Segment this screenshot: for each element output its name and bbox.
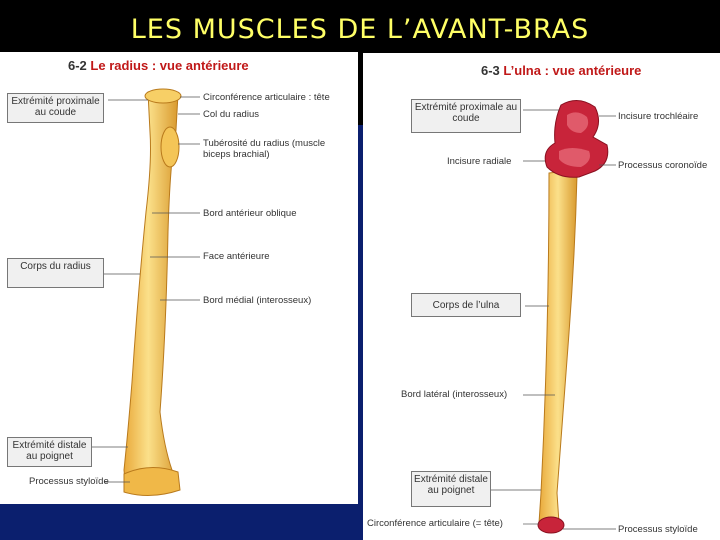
- radius-figure-panel: 6-2 Le radius : vue antérieure Extrém: [0, 52, 358, 504]
- radius-head-annotation: Circonférence articulaire : tête: [203, 92, 330, 103]
- radius-anterior-border-annotation: Bord antérieur oblique: [203, 208, 296, 219]
- ulna-articular-circumference-annotation: Circonférence articulaire (= tête): [367, 518, 503, 529]
- radius-body-box: Corps du radius: [7, 258, 104, 288]
- ulna-styloid-annotation: Processus styloïde: [618, 524, 698, 535]
- ulna-trochlear-annotation: Incisure trochléaire: [618, 111, 698, 122]
- slide-title: LES MUSCLES DE L’AVANT-BRAS: [0, 14, 720, 45]
- radius-styloid-annotation: Processus styloïde: [29, 476, 109, 487]
- blue-footer: [0, 504, 363, 540]
- radius-distal-box: Extrémité distale au poignet: [7, 437, 92, 467]
- blue-divider: [358, 125, 363, 540]
- ulna-distal-box: Extrémité distale au poignet: [411, 471, 491, 507]
- ulna-radial-notch-annotation: Incisure radiale: [447, 156, 511, 167]
- ulna-figure-panel: 6-3 L’ulna : vue antérieure Extrémité pr…: [363, 53, 720, 540]
- ulna-body-box: Corps de l’ulna: [411, 293, 521, 317]
- radius-neck-annotation: Col du radius: [203, 109, 259, 120]
- radius-anterior-face-annotation: Face antérieure: [203, 251, 270, 262]
- radius-proximal-box: Extrémité proximale au coude: [7, 93, 104, 123]
- ulna-coronoid-annotation: Processus coronoïde: [618, 160, 707, 171]
- ulna-proximal-box: Extrémité proximale au coude: [411, 99, 521, 133]
- ulna-lateral-border-annotation: Bord latéral (interosseux): [401, 389, 507, 400]
- radius-tuberosity-annotation: Tubérosité du radius (muscle biceps brac…: [203, 138, 353, 160]
- radius-medial-border-annotation: Bord médial (interosseux): [203, 295, 311, 306]
